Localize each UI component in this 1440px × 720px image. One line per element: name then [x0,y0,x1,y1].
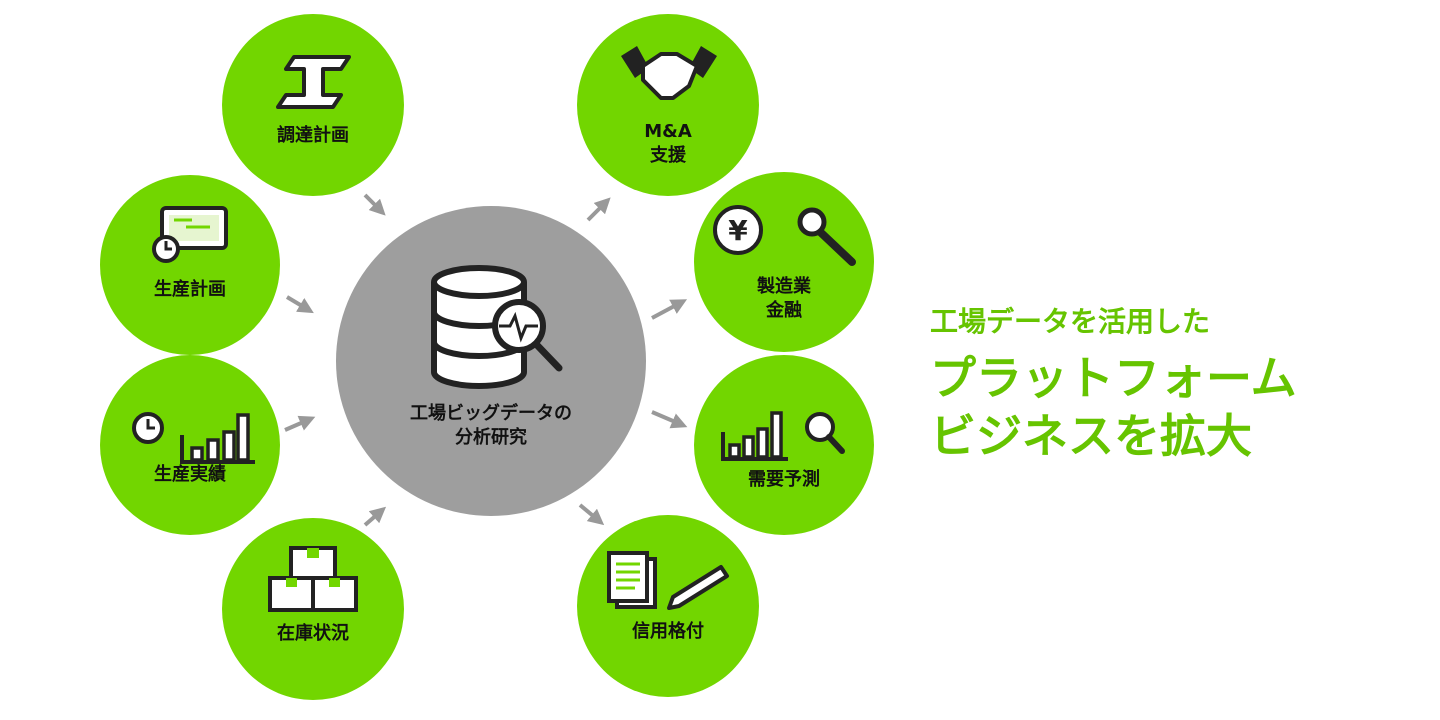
arrow-finance [651,299,688,320]
document-pen-icon [607,551,729,610]
yen-wrench-icon: ¥ [713,205,856,266]
node-demand-forecast: 需要予測 [694,355,874,535]
arrow-production-plan [285,295,314,314]
tagline-line1: 工場データを活用した [930,305,1211,338]
node-label: 生産計画 [154,279,226,300]
node-label-line1: M&A [644,121,692,142]
node-manufacturing-finance: ¥ 製造業 金融 [694,172,874,352]
steel-beam-icon [276,55,351,109]
svg-text:¥: ¥ [728,214,748,247]
node-inventory: 在庫状況 [222,518,404,700]
node-procurement-plan: 調達計画 [222,14,404,196]
arrow-ma [586,197,611,222]
handshake-icon [621,46,717,100]
arrow-demand [651,410,688,429]
node-label: 信用格付 [632,621,704,642]
center-label: 工場ビッグデータの 分析研究 [336,402,646,450]
tagline-line2: プラットフォーム [930,351,1297,405]
center-label-line1: 工場ビッグデータの [410,403,572,424]
node-label: 生産実績 [154,464,226,485]
arrow-inventory [363,506,387,527]
arrow-rating [578,503,605,526]
node-label-line2: 支援 [650,145,686,166]
node-production-plan: 生産計画 [100,175,280,355]
node-production-result: 生産実績 [100,355,280,535]
clock-bar-chart-icon [132,412,255,464]
database-search-icon [431,265,563,389]
arrow-procurement [363,193,386,216]
node-ma-support: M&A 支援 [577,14,759,196]
boxes-icon [268,546,358,612]
node-label: 在庫状況 [277,623,349,644]
node-label: M&A 支援 [577,120,759,168]
node-label: 需要予測 [748,469,820,490]
tagline-line3: ビジネスを拡大 [930,409,1252,463]
bar-chart-search-icon [721,411,845,461]
center-analysis-node: 工場ビッグデータの 分析研究 [336,206,646,516]
schedule-clock-icon [152,206,228,263]
node-label-line2: 金融 [766,300,802,321]
node-label: 製造業 金融 [694,275,874,323]
arrow-production-result [284,415,316,432]
center-label-line2: 分析研究 [455,427,527,448]
node-label-line1: 製造業 [757,276,811,297]
node-credit-rating: 信用格付 [577,515,759,697]
node-label: 調達計画 [277,125,349,146]
